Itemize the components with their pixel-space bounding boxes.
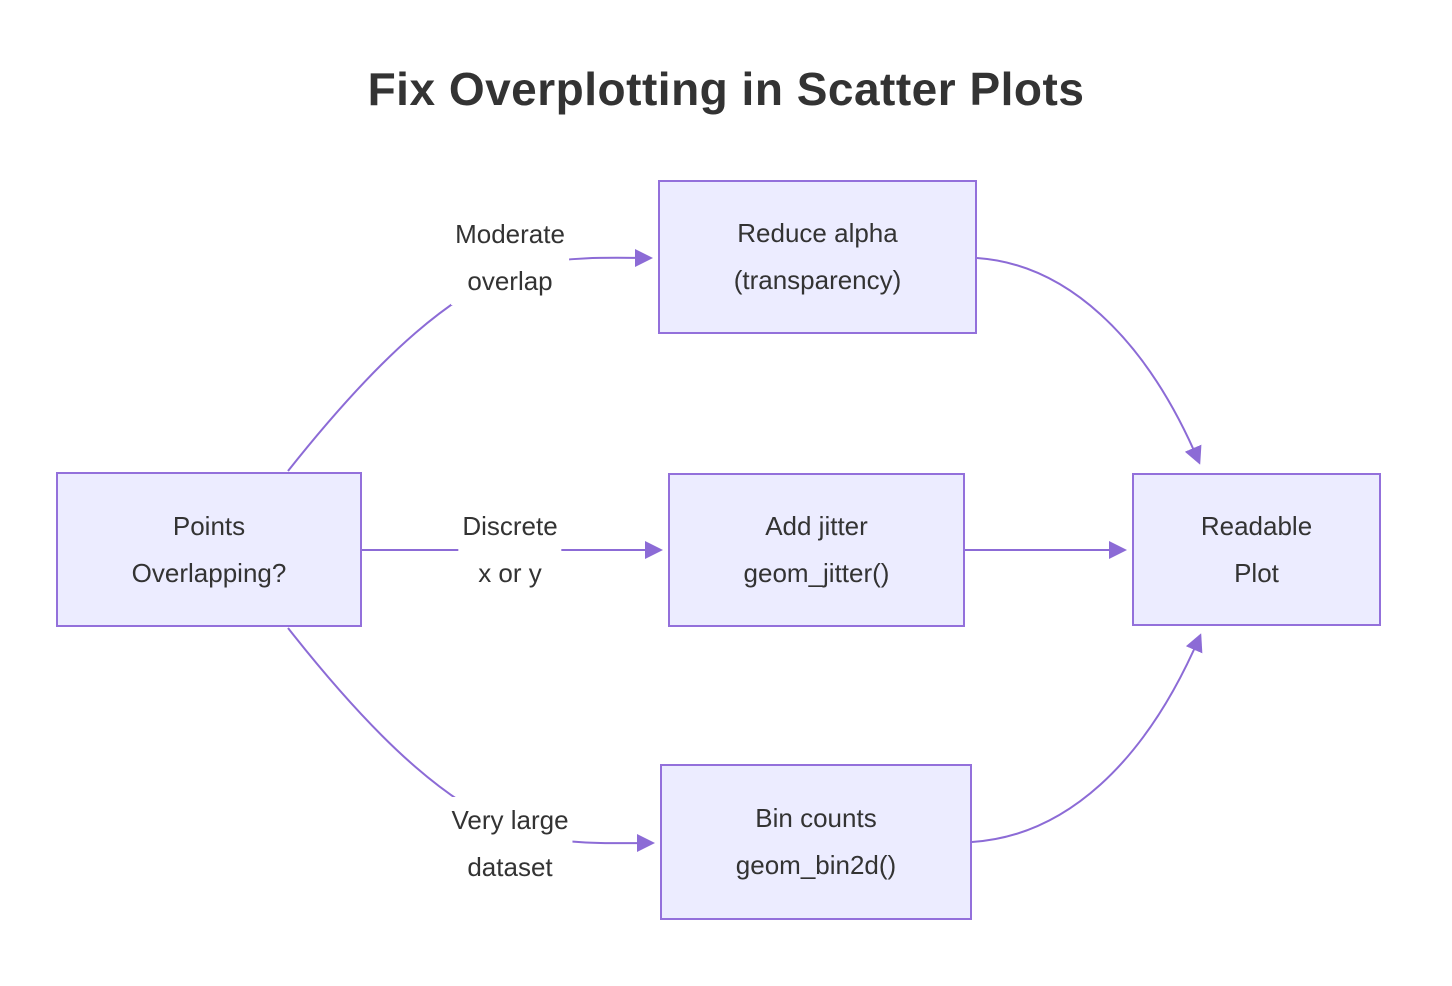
node-points-overlapping[interactable]: Points Overlapping?: [56, 472, 362, 627]
node-label-line: Bin counts: [755, 803, 877, 833]
edge-label-very-large-dataset: Very large dataset: [447, 797, 573, 891]
diagram-title: Fix Overplotting in Scatter Plots: [367, 63, 1085, 115]
edge-label-line: Very large: [451, 805, 569, 835]
edge-label-line: Discrete: [462, 511, 558, 541]
edge-bin-counts-to-readable-plot: [971, 633, 1203, 843]
node-readable-plot[interactable]: Readable Plot: [1132, 473, 1381, 626]
node-label-line: Add jitter: [765, 511, 868, 541]
node-bin-counts[interactable]: Bin counts geom_bin2d(): [660, 764, 972, 920]
edge-label-discrete-x-or-y: Discrete x or y: [458, 503, 562, 597]
edge-label-line: overlap: [467, 266, 553, 296]
node-reduce-alpha[interactable]: Reduce alpha (transparency): [658, 180, 977, 334]
node-label-line: Reduce alpha: [737, 218, 898, 248]
edge-label-line: dataset: [467, 852, 553, 882]
node-label-line: Readable: [1200, 510, 1313, 541]
node-label-line: Points: [172, 510, 246, 541]
node-label-line: geom_jitter(): [743, 558, 890, 588]
node-add-jitter[interactable]: Add jitter geom_jitter(): [668, 473, 965, 627]
edge-label-line: Moderate: [455, 219, 565, 249]
edge-label-moderate-overlap: Moderate overlap: [451, 211, 569, 305]
node-label-line: Plot: [1234, 557, 1279, 588]
node-label-line: geom_bin2d(): [735, 850, 897, 880]
edge-reduce-alpha-to-readable-plot: [976, 257, 1202, 465]
node-label-line: Overlapping?: [131, 557, 287, 588]
node-label-line: (transparency): [733, 265, 902, 295]
edge-label-line: x or y: [478, 558, 542, 588]
